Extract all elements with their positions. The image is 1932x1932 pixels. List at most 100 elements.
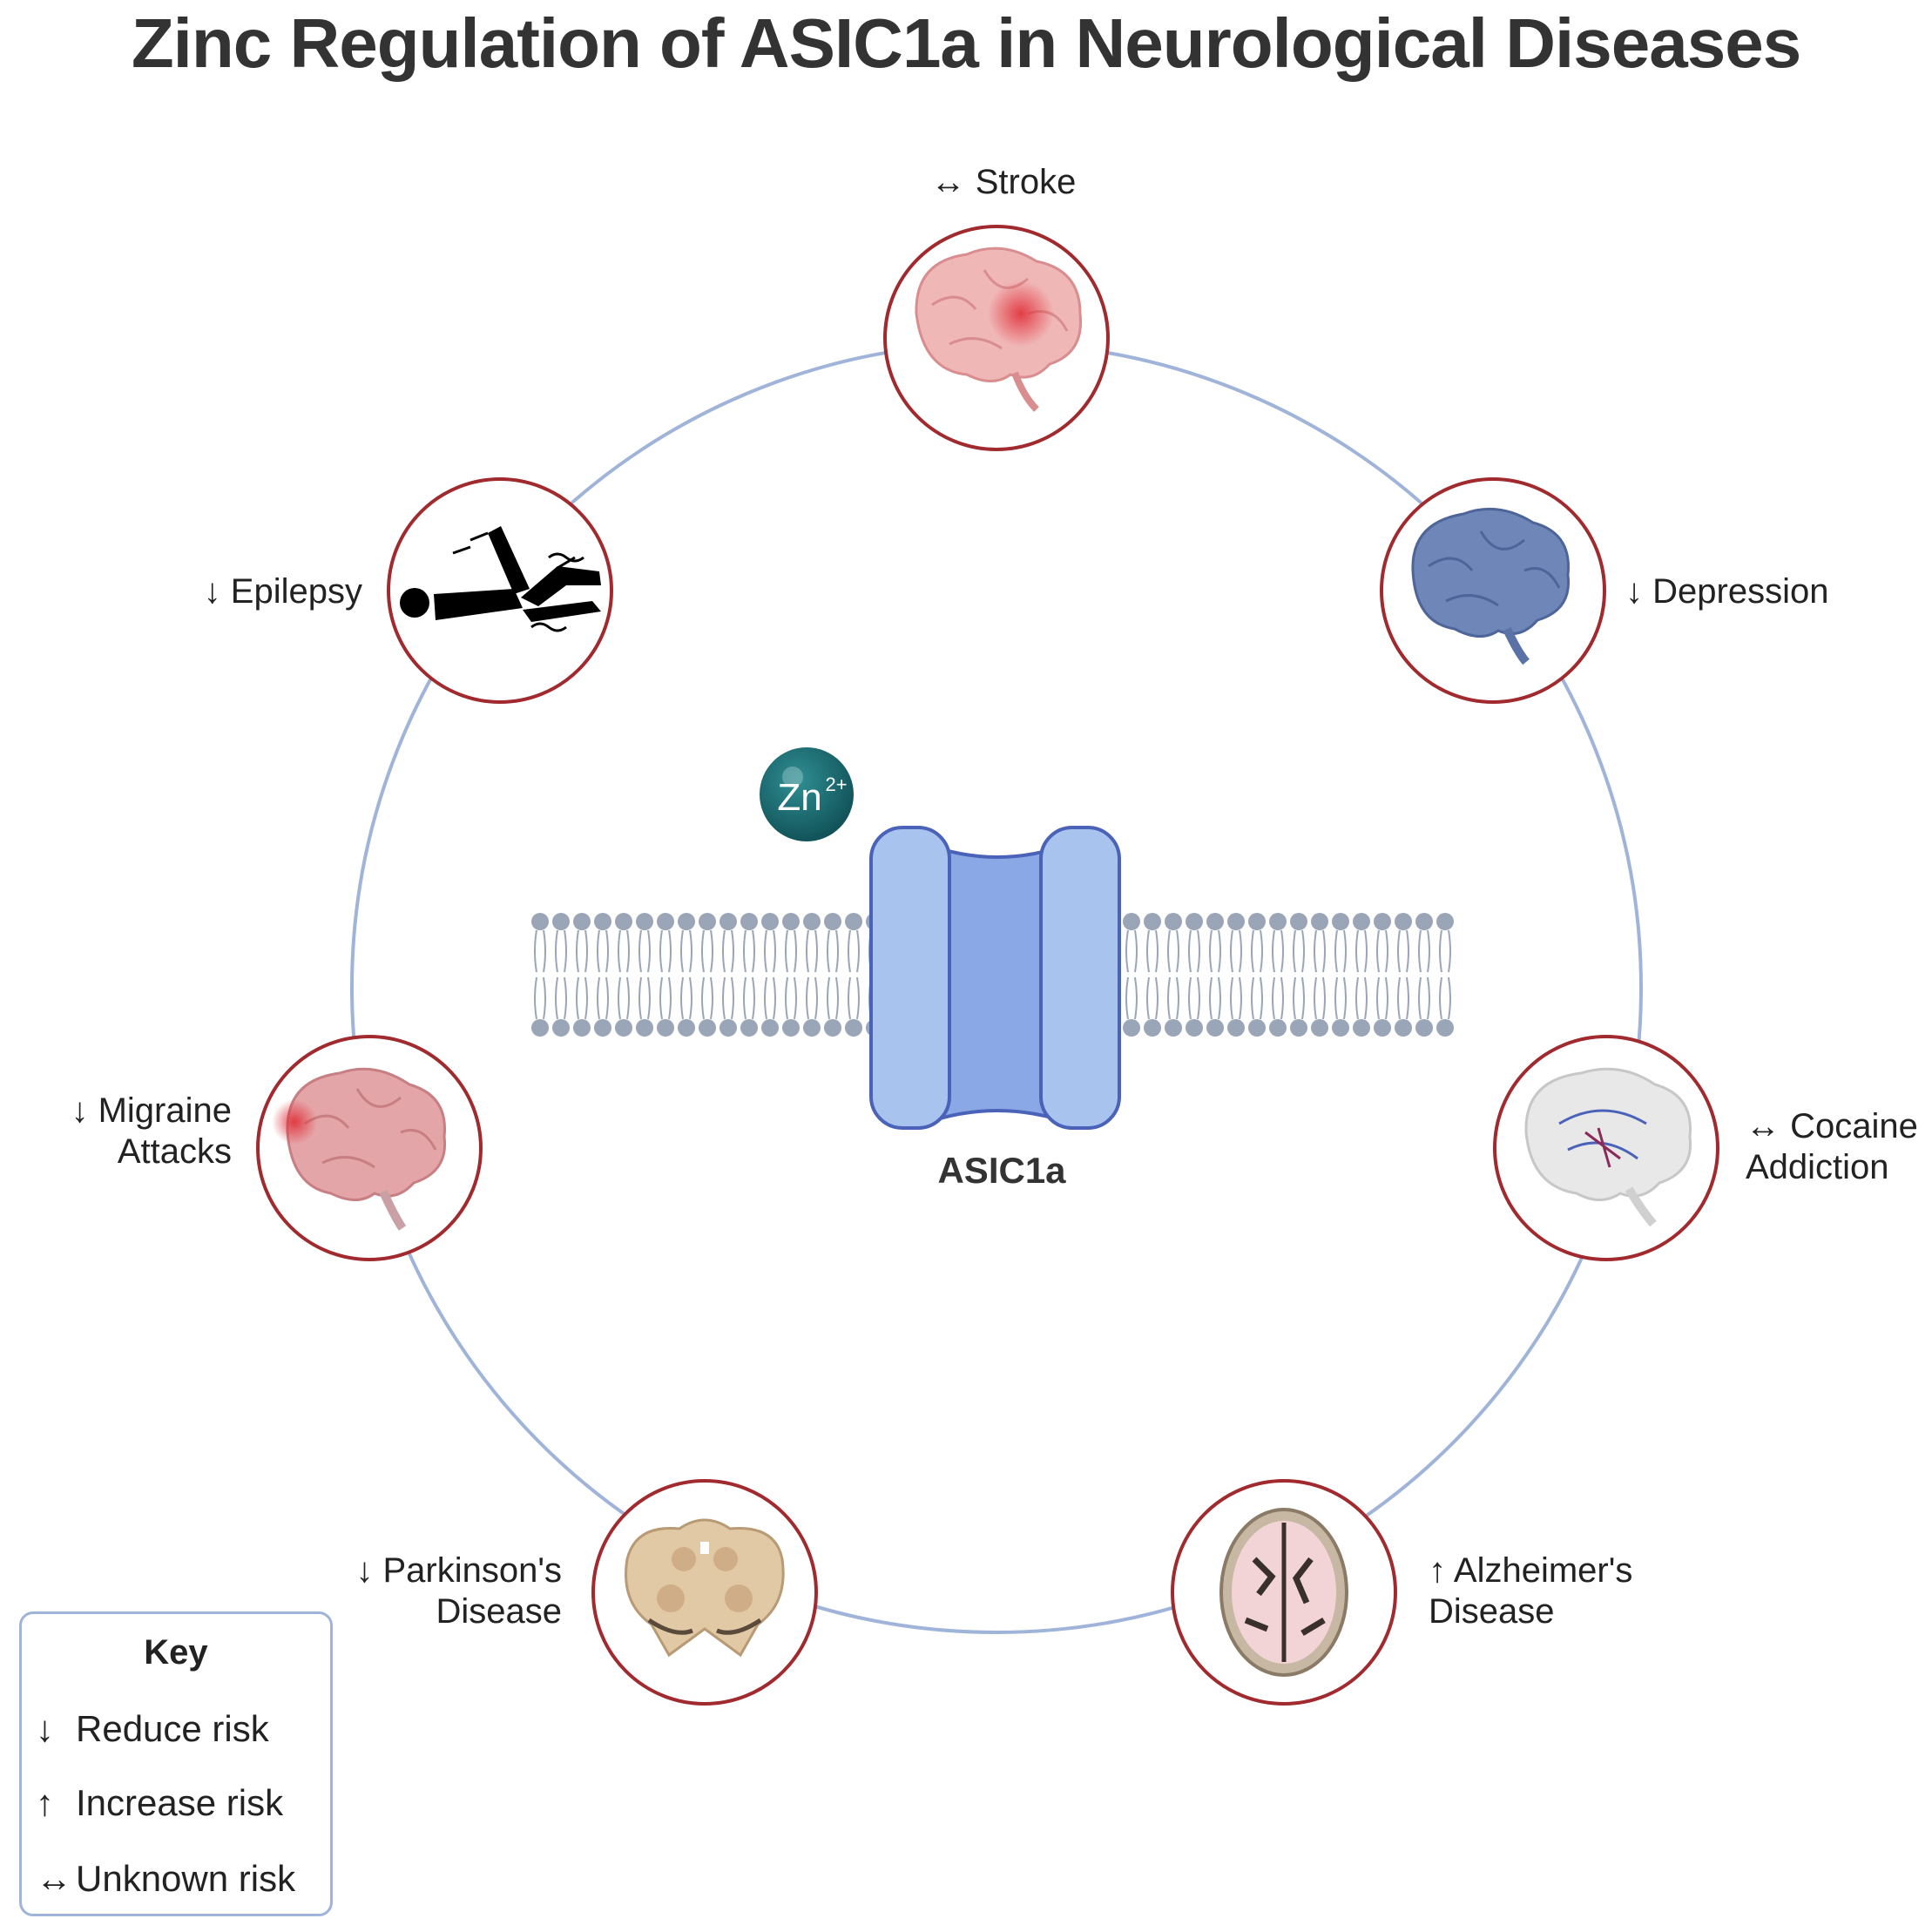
key-symbol: ↔ [36,1858,72,1899]
lipid-tail [1355,929,1359,973]
lipid-tail [618,976,621,1020]
node-stroke [883,225,1110,451]
lipid-head [803,1019,821,1037]
lipid-tail [1167,929,1171,973]
lipid-tail [534,976,537,1020]
disease-name-line1: Cocaine [1790,1107,1918,1145]
lipid-tail [752,976,755,1020]
lipid-head [740,913,758,930]
disease-name-line2: Addiction [1746,1148,1889,1186]
lipid-head [1374,1019,1391,1037]
disease-name-line2: Disease [1429,1592,1555,1631]
lipid-tail [1230,929,1233,973]
lipid-head [740,1019,758,1037]
lipid-head [594,1019,611,1037]
lipid-tail [785,929,788,973]
lipid-tail [1406,976,1409,1020]
lipid-head [531,913,549,930]
lipid-tail [710,976,713,1020]
node-cocaine [1493,1035,1719,1261]
disease-name-line1: Parkinson's [382,1551,562,1590]
lipid-tail [1448,976,1451,1020]
disease-name-line1: Migraine [98,1091,232,1130]
lipid-tail [1397,929,1401,973]
lipid-head [552,1019,570,1037]
zinc-symbol: Zn [777,776,821,819]
lipid-tail [856,976,860,1020]
lipid-tail [680,976,684,1020]
lipid-tail [794,929,797,973]
lipid-head [1144,1019,1161,1037]
lipid-tail [1439,929,1442,973]
lipid-tail [1293,976,1296,1020]
lipid-head [1248,1019,1266,1037]
lipid-head [719,913,737,930]
lipid-tail [1155,929,1159,973]
lipid-tail [835,976,839,1020]
lipid-tail [835,929,839,973]
lipid-head [1227,913,1245,930]
brain-sagittal-icon [1524,1067,1692,1227]
lipid-head [573,913,591,930]
risk-symbol: ↔ [930,163,966,201]
lipid-tail [668,976,672,1020]
lipid-head [1206,913,1224,930]
lipid-tail [659,976,663,1020]
lipid-head [1436,913,1454,930]
lipid-tail [1376,976,1380,1020]
lipid-tail [564,929,567,973]
lipid-tail [806,976,809,1020]
lipid-tail [1230,976,1233,1020]
lipid-head [1165,1019,1182,1037]
page-title: Zinc Regulation of ASIC1a in Neurologica… [131,4,1801,82]
lipid-tail [597,929,600,973]
lipid-tail [626,976,630,1020]
lipid-tail [764,929,767,973]
lipid-tail [1418,976,1422,1020]
label-alzheimers: ↑ Alzheimer's Disease [1429,1550,1632,1632]
zinc-ion: Zn 2+ [760,747,854,841]
lipid-head [1144,913,1161,930]
lipid-tail [576,976,579,1020]
lipid-tail [1385,976,1388,1020]
label-cocaine: ↔ Cocaine Addiction [1746,1106,1918,1188]
key-item-reduce: ↓Reduce risk [36,1708,269,1750]
label-depression: ↓ Depression [1625,571,1828,612]
lipid-head [1311,913,1328,930]
lipid-head [845,913,862,930]
disease-name: Stroke [975,163,1077,201]
lipid-tail [827,976,830,1020]
risk-symbol: ↓ [71,1091,89,1130]
lipid-tail [1364,929,1368,973]
lipid-tail [1134,929,1138,973]
lipid-tail [1209,929,1213,973]
lipid-tail [605,929,609,973]
node-migraine [256,1035,483,1261]
lipid-head [1269,913,1287,930]
lipid-head [678,913,695,930]
lipid-tail [773,929,776,973]
lipid-tail [710,929,713,973]
lipid-tail [814,976,818,1020]
disease-name-line2: Disease [436,1592,562,1631]
lipid-head [1332,913,1349,930]
label-stroke: ↔ Stroke [916,162,1091,203]
brain-migraine-icon [272,1067,447,1231]
key-symbol: ↑ [36,1782,54,1823]
lipid-head [1248,913,1266,930]
lipid-tail [555,929,558,973]
lipid-head [1395,1019,1412,1037]
lipid-tail [1280,976,1284,1020]
lipid-tail [647,976,651,1020]
lipid-head [678,1019,695,1037]
lipid-tail [1239,976,1242,1020]
brain-depression-icon [1411,507,1571,665]
lipid-head [1290,913,1307,930]
lipid-tail [555,976,558,1020]
node-parkinsons [591,1479,818,1706]
lipid-tail [1355,976,1359,1020]
lipid-head [782,913,800,930]
lipid-tail [806,929,809,973]
key-label: Reduce risk [76,1708,269,1749]
lipid-tail [689,929,692,973]
